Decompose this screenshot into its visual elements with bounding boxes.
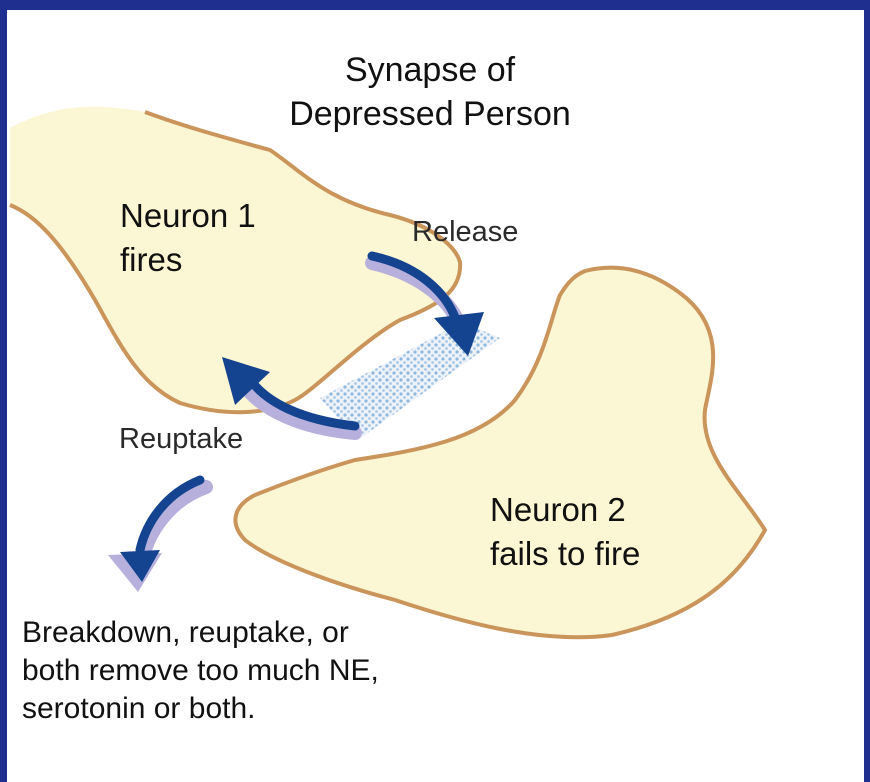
title-line-1: Synapse of: [345, 51, 515, 89]
breakdown-arrow: [108, 480, 206, 592]
neuron-2-label: Neuron 2 fails to fire: [490, 488, 640, 576]
caption-line-1: Breakdown, reuptake, or: [22, 616, 349, 649]
release-label: Release: [412, 214, 518, 250]
title-line-2: Depressed Person: [289, 95, 571, 133]
caption-text: Breakdown, reuptake, or both remove too …: [22, 614, 379, 728]
neuron-1-label-line-2: fires: [120, 241, 182, 278]
neuron-1-label-line-1: Neuron 1: [120, 197, 256, 234]
reuptake-label: Reuptake: [119, 421, 243, 457]
caption-line-3: serotonin or both.: [22, 692, 255, 725]
neuron-1-label: Neuron 1 fires: [120, 194, 256, 282]
caption-line-2: both remove too much NE,: [22, 654, 379, 687]
neuron-2-label-line-1: Neuron 2: [490, 491, 626, 528]
neuron-2-label-line-2: fails to fire: [490, 535, 640, 572]
diagram-title: Synapse of Depressed Person: [220, 48, 640, 136]
